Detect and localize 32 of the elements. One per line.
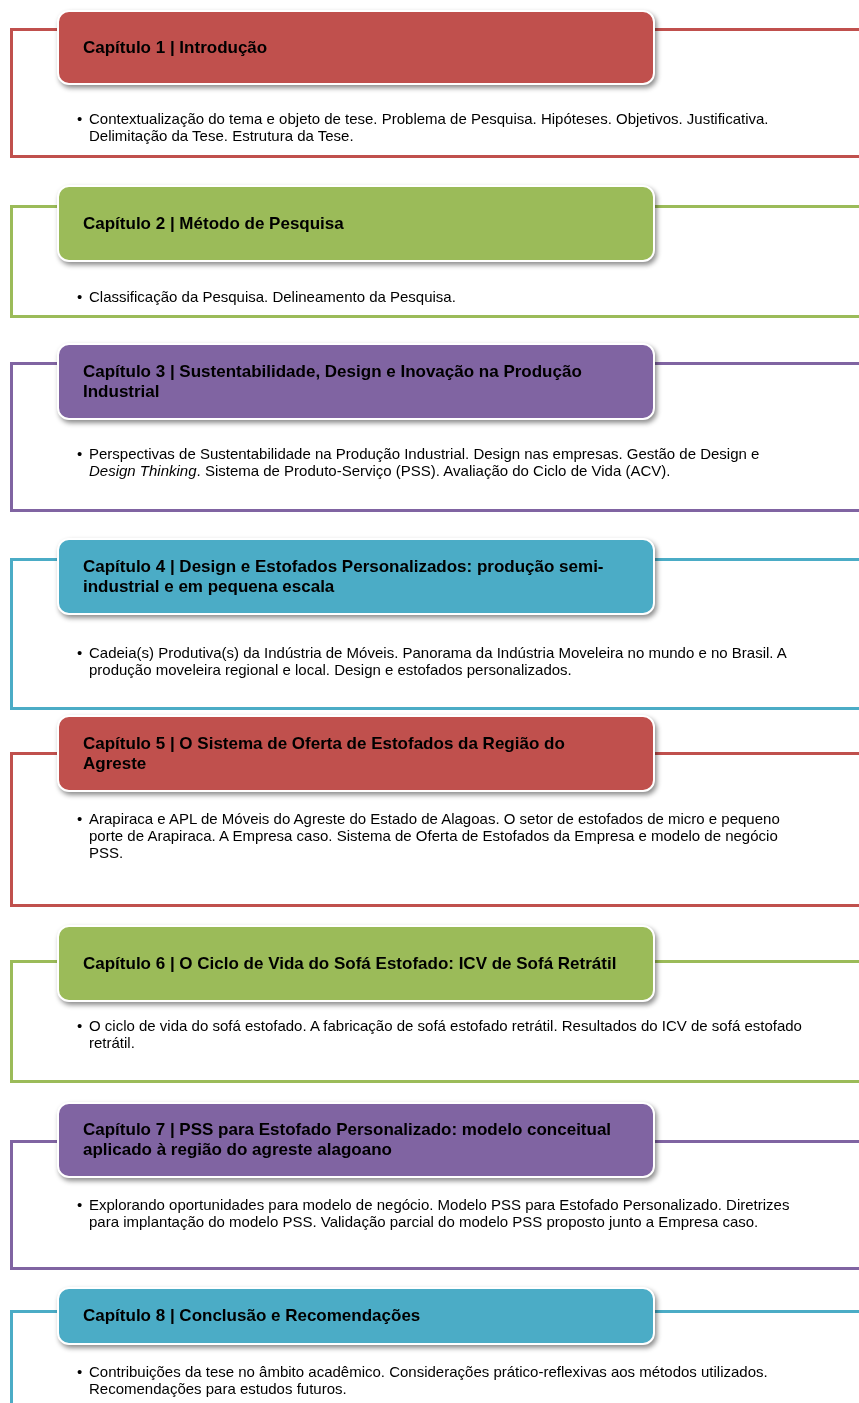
chapter-title: Capítulo 8 | Conclusão e Recomendações [83,1306,421,1326]
chapter-summary: Perspectivas de Sustentabilidade na Produção Industrial. Design nas empresas. Gestão de Design e Design Thinking. Sistema de Produto-Serviço (PSS). Avaliação do Ciclo de Vida (ACV). [89,445,761,479]
bullet: • [77,644,83,661]
chapter-heading-box [57,1102,655,1178]
chapter-title: Capítulo 3 | Sustentabilidade, Design e Inovação na Produção Industrial [83,361,583,402]
chapter-heading-box [57,925,655,1002]
chapter-title: Capítulo 7 | PSS para Estofado Personalizado: modelo conceitual aplicado à região do agreste alagoano [83,1120,613,1160]
bullet: • [77,1363,83,1380]
chapter-summary: Arapiraca e APL de Móveis do Agreste do Estado de Alagoas. O setor de estofados de micro e pequeno porte de Arapiraca. A Empresa caso. Sistema de Oferta de Estofados da Empresa e modelo de negócio PSS. [89,810,781,861]
bullet: • [77,445,83,462]
chapter-summary: O ciclo de vida do sofá estofado. A fabricação de sofá estofado retrátil. Resultados do ICV de sofá estofado retrátil. [89,1017,803,1051]
chapter-heading-box [57,1287,655,1345]
chapter-summary: Contribuições da tese no âmbito acadêmico. Considerações prático-reflexivas aos métodos utilizados. Recomendações para estudos futuros. [89,1363,769,1397]
chapter-title: Capítulo 4 | Design e Estofados Personalizados: produção semi-industrial e em pequena escala [83,556,605,597]
chapter-summary: Cadeia(s) Produtiva(s) da Indústria de Móveis. Panorama da Indústria Moveleira no mundo e no Brasil. A produção moveleira regional e local. Design e estofados personalizados. [89,644,788,678]
chapter-summary: Explorando oportunidades para modelo de negócio. Modelo PSS para Estofado Personalizado. Diretrizes para implantação do modelo PSS. Validação parcial do modelo PSS proposto junto a Empresa caso. [89,1196,791,1230]
chapter-heading-box [57,343,655,420]
chapter-title: Capítulo 1 | Introdução [83,37,268,58]
bullet: • [77,288,83,305]
chapter-title: Capítulo 2 | Método de Pesquisa [83,213,344,234]
chapter-title: Capítulo 6 | O Ciclo de Vida do Sofá Estofado: ICV de Sofá Retrátil [83,953,617,974]
bullet: • [77,810,83,827]
bullet: • [77,1196,83,1213]
bullet: • [77,110,83,127]
chapter-heading-box [57,185,655,262]
bullet: • [77,1017,83,1034]
chapter-heading-box [57,10,655,85]
chapter-title: Capítulo 5 | O Sistema de Oferta de Estofados da Região do Agreste [83,733,566,774]
chapter-summary: Contextualização do tema e objeto de tese. Problema de Pesquisa. Hipóteses. Objetivos. Justificativa. Delimitação da Tese. Estrutura da Tese. [89,110,770,144]
chapter-heading-box [57,538,655,615]
chapter-summary: Classificação da Pesquisa. Delineamento da Pesquisa. [89,288,457,305]
chapter-heading-box [57,715,655,792]
